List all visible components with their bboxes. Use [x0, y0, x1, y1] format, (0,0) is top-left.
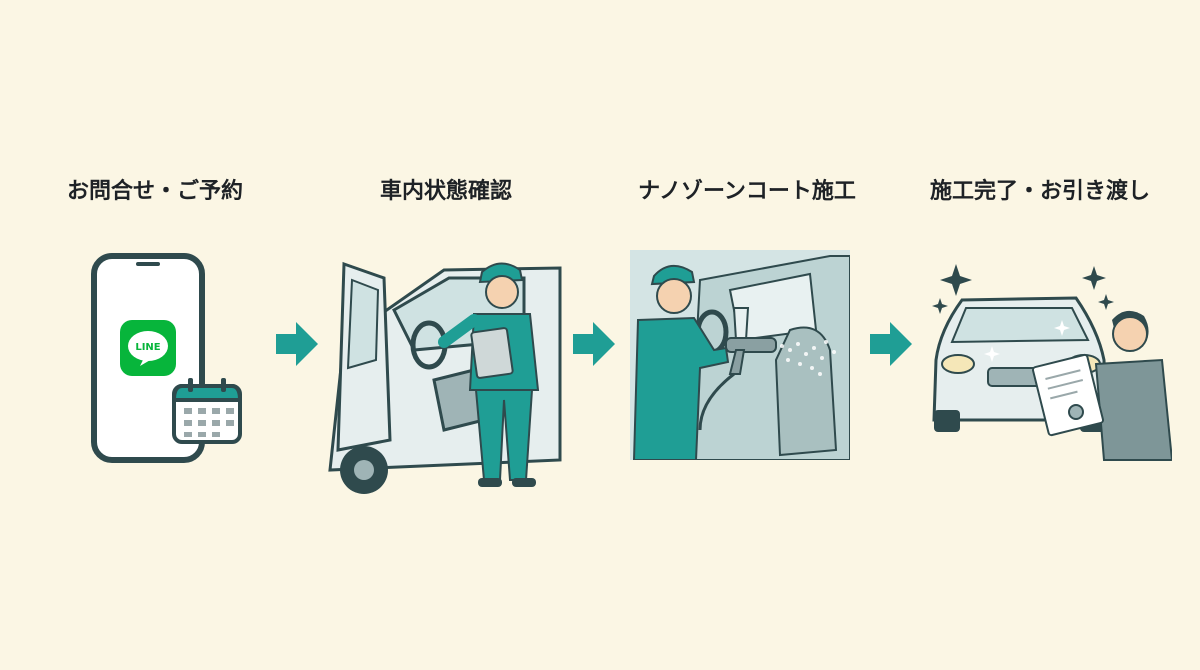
line-badge-text: LINE — [135, 342, 160, 353]
sparkle-icon — [932, 264, 1114, 314]
step-3-title: ナノゾーンコート施工 — [638, 179, 856, 204]
calendar-icon — [171, 378, 243, 444]
line-app-icon — [120, 320, 176, 376]
spray-gun-icon — [698, 307, 777, 431]
worker-spraying-coating-illustration — [630, 250, 850, 460]
certificate-icon — [1032, 353, 1104, 437]
inspector-checking-car-interior-illustration — [328, 261, 562, 494]
worker-figure — [632, 265, 730, 460]
arrow-right-icon — [276, 322, 318, 366]
step-1-title: お問合せ・ご予約 — [66, 179, 243, 204]
step-4-title: 施工完了・お引き渡し — [929, 179, 1150, 204]
staff-figure — [1094, 310, 1172, 461]
arrow-right-icon — [573, 322, 615, 366]
car-handover-certificate-illustration — [932, 264, 1172, 461]
arrow-right-icon — [870, 322, 912, 366]
inspector-figure — [438, 262, 540, 487]
step-2-title: 車内状態確認 — [379, 179, 512, 204]
smartphone-line-calendar-illustration: LINE — [91, 253, 243, 463]
